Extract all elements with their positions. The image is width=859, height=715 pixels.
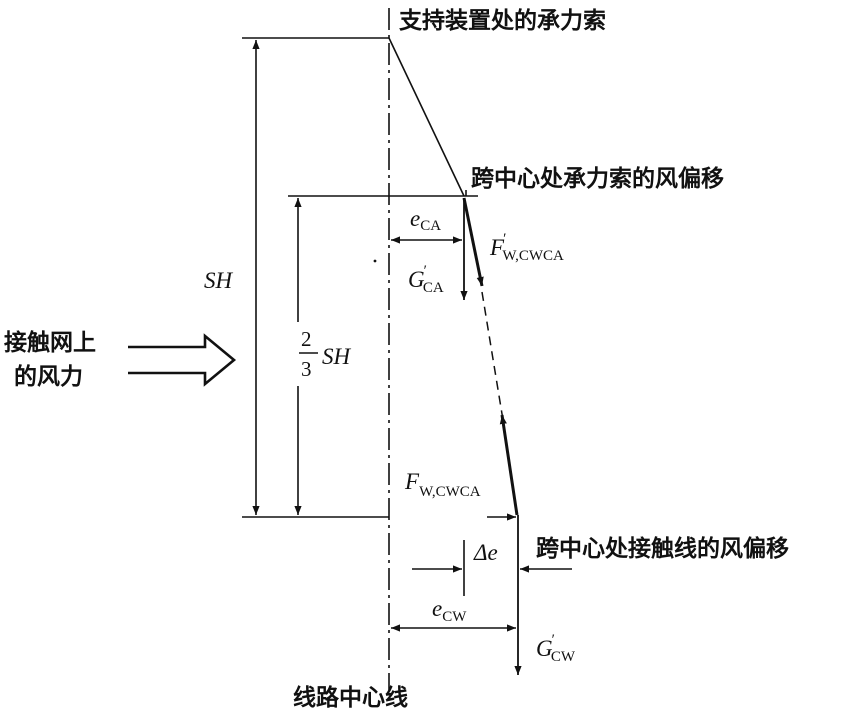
fraction-numerator: 2 [301, 327, 312, 351]
dropper-dashed-line [481, 291, 504, 421]
wind-force-label-line2: 的风力 [14, 363, 83, 390]
delta-e-label: Δe [473, 540, 498, 565]
support-cable-label: 支持装置处的承力索 [398, 7, 606, 34]
g-ca-label: G′CA [408, 263, 444, 296]
f-label: FW,CWCA [404, 469, 481, 500]
sh-label: SH [204, 268, 234, 293]
fraction-denominator: 3 [301, 357, 312, 381]
two-thirds-sh-label: SH [322, 344, 352, 369]
scan-dot [373, 259, 377, 263]
f-force-arrow [499, 414, 519, 516]
g-cw-label: G′CW [536, 632, 576, 665]
centerline-label: 线路中心线 [293, 684, 408, 711]
wind-force-label-line1: 接触网上 [4, 329, 96, 356]
catenary-cable-line [388, 37, 465, 197]
wind-force-arrow [128, 333, 237, 387]
e-cw-label: eCW [432, 596, 467, 625]
midspan-cw-deflection-label: 跨中心处接触线的风偏移 [536, 535, 789, 562]
e-ca-label: eCA [410, 206, 441, 234]
midspan-ca-deflection-label: 跨中心处承力索的风偏移 [471, 165, 724, 192]
f-prime-force-arrow [462, 197, 484, 287]
f-prime-label: F′W,CWCA [489, 231, 564, 264]
